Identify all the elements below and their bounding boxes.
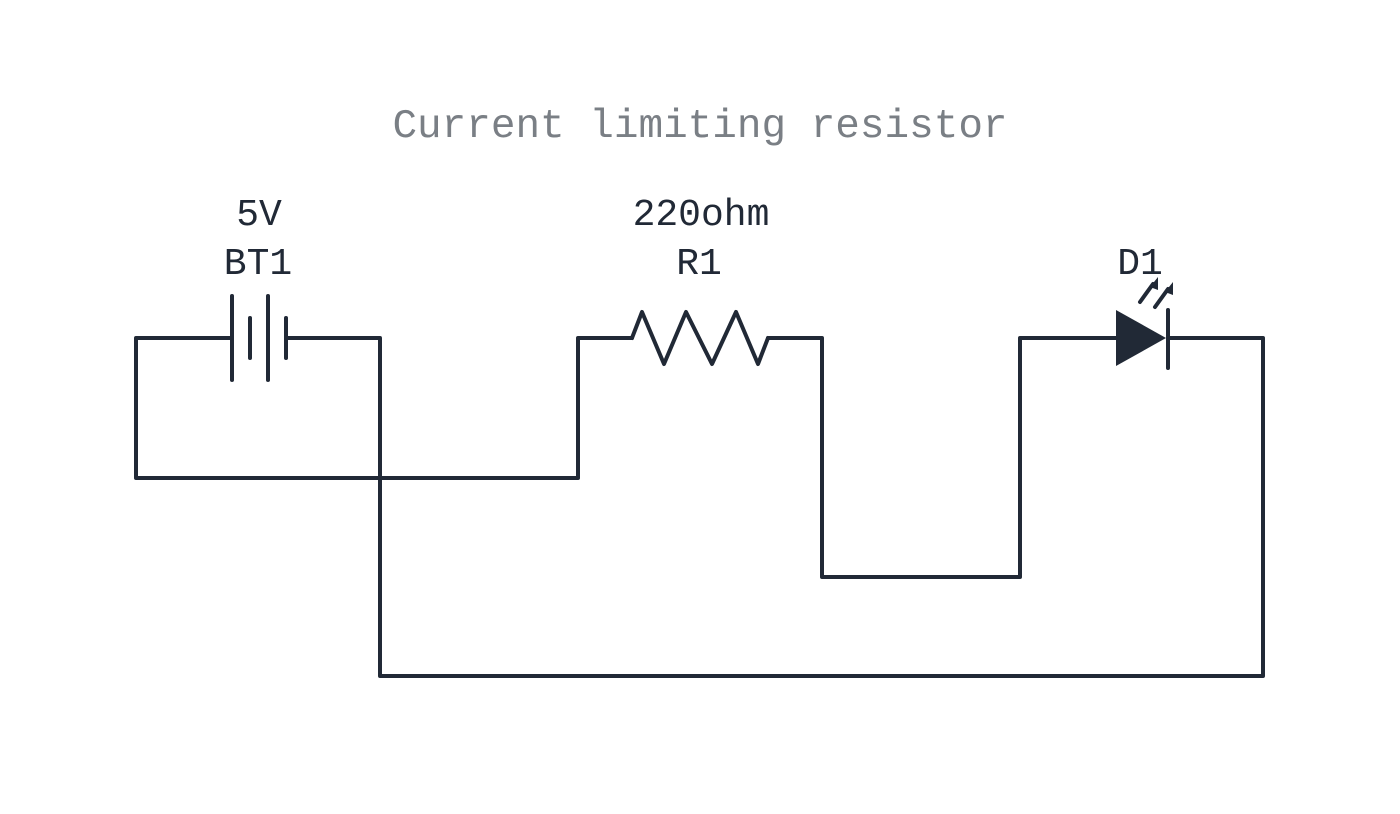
battery-icon bbox=[230, 294, 288, 382]
wire-battery-right-return bbox=[286, 336, 1265, 678]
battery-value-label: 5V bbox=[236, 194, 282, 237]
wires bbox=[134, 336, 1265, 678]
led-emission-arrows-icon bbox=[1138, 277, 1173, 309]
led-triangle bbox=[1116, 310, 1166, 366]
led-ref-label: D1 bbox=[1117, 243, 1163, 286]
wire-resistor-to-led bbox=[766, 336, 1118, 579]
resistor-zigzag-icon bbox=[630, 310, 770, 366]
battery-ref-label: BT1 bbox=[224, 243, 292, 286]
diagram-title: Current limiting resistor bbox=[392, 104, 1007, 150]
wire-battery-left-loop bbox=[134, 336, 634, 480]
resistor-ref-label: R1 bbox=[676, 243, 722, 286]
resistor-value-label: 220ohm bbox=[633, 194, 770, 237]
led-icon bbox=[1116, 277, 1173, 370]
